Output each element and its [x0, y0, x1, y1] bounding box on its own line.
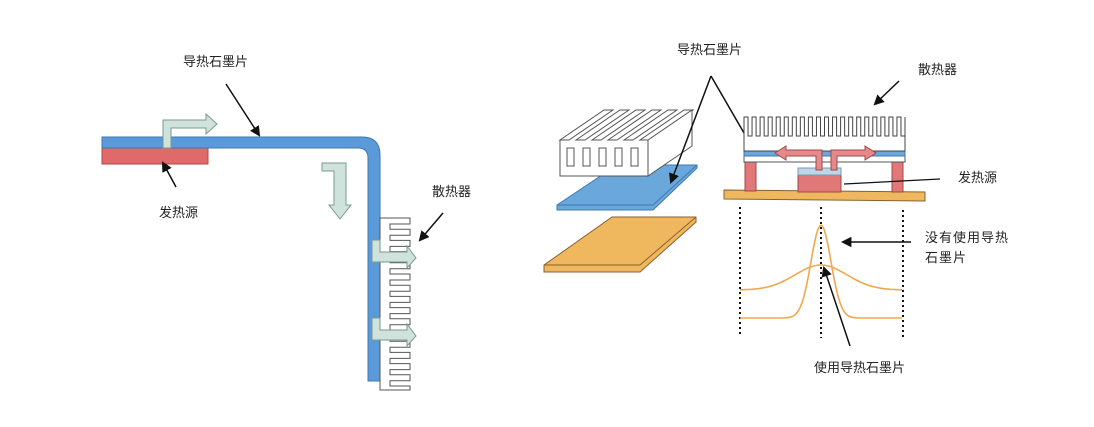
- graphite-layer: [743, 150, 906, 157]
- heat-sink-slot: [630, 147, 639, 167]
- exploded-view: [543, 75, 757, 273]
- heat-sink-fin-top: [622, 109, 679, 141]
- leader-heat-source-left: [161, 161, 177, 188]
- leader-with-graphite: [821, 266, 851, 347]
- label-heat-sink-left: 散热器: [432, 185, 472, 200]
- heat-spread-arrow-right: [830, 145, 877, 171]
- leader-graphite-right-1: [669, 75, 712, 184]
- heat-flow-arrow-right-2: [371, 317, 417, 348]
- heat-sink-slot: [582, 147, 591, 167]
- heat-sink-side: [647, 109, 693, 177]
- curve-without-graphite: [740, 224, 902, 319]
- heat-sink-fin-top: [558, 109, 615, 141]
- label-heat-source-right: 发热源: [958, 171, 998, 186]
- label-graphite-sheet-left: 导热石墨片: [183, 55, 249, 70]
- pcb-board: [543, 216, 697, 273]
- heat-sink-slot: [566, 147, 575, 167]
- heat-sink-fin-top: [590, 109, 647, 141]
- graphite-sheet-strip: [101, 136, 381, 382]
- heat-sink-slot: [598, 147, 607, 167]
- pcb-cross-section: [723, 189, 926, 202]
- label-with-graphite: 使用导热石墨片: [814, 361, 906, 376]
- heat-sink-slot: [614, 147, 623, 167]
- left-diagram: [101, 83, 444, 391]
- heat-sink-fins: [379, 217, 411, 391]
- support-left: [744, 161, 757, 192]
- leader-heat-source-right: [843, 178, 941, 185]
- curve-with-graphite: [740, 264, 902, 291]
- heat-flow-arrow-up-right: [162, 112, 218, 149]
- temperature-profile-chart: [739, 207, 911, 347]
- label-without-graphite: 没有使用导热石墨片: [925, 231, 1010, 266]
- heat-sink-comb: [379, 217, 411, 391]
- heat-sink-3d: [558, 109, 695, 177]
- heat-spread-arrow-left: [774, 145, 823, 171]
- leader-graphite-left: [225, 83, 261, 137]
- label-graphite-sheet-right: 导热石墨片: [677, 43, 743, 58]
- heat-sink-fin-top: [606, 109, 663, 141]
- spreader-layer: [743, 155, 906, 163]
- heat-flow-arrow-down: [321, 162, 353, 220]
- heat-sink-cross-section: [743, 116, 906, 152]
- label-heat-sink-right: 散热器: [918, 63, 958, 78]
- support-right: [891, 161, 904, 193]
- leader-heat-sink-right: [873, 80, 900, 106]
- cross-section: [723, 80, 941, 202]
- heat-flow-arrow-right-1: [371, 239, 417, 270]
- label-heat-source-left: 发热源: [159, 206, 199, 221]
- heat-sink-fin-top: [574, 109, 631, 141]
- heat-source-block: [101, 147, 209, 165]
- leader-heat-sink-left: [418, 212, 444, 242]
- heat-sink-fin-top: [638, 109, 695, 141]
- heat-source-chip: [797, 174, 842, 193]
